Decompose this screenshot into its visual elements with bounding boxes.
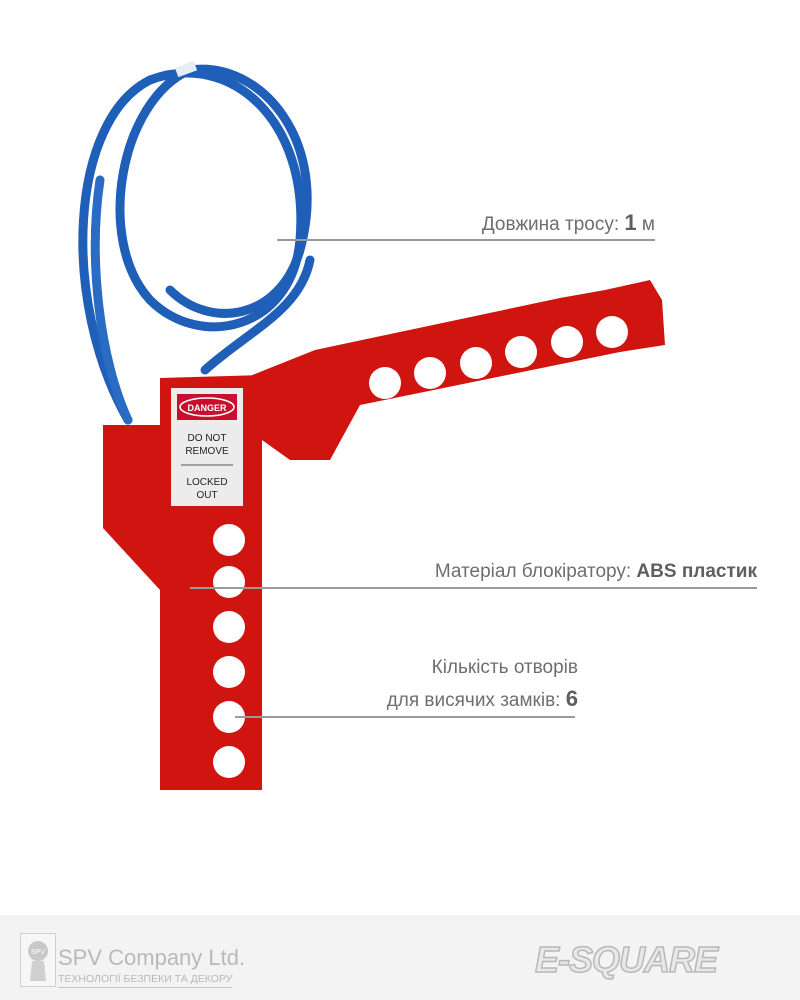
callout-label: Матеріал блокіратору: <box>434 561 637 582</box>
footer: SPV SPV Company Ltd. ТЕХНОЛОГІЇ БЕЗПЕКИ … <box>0 915 800 1000</box>
padlock-holes <box>213 316 628 778</box>
company-name: SPV Company Ltd. <box>58 945 246 970</box>
callout-value: 6 <box>565 686 578 711</box>
callout-label: Довжина тросу: <box>481 214 625 235</box>
tag-line3: LOCKED <box>186 477 227 488</box>
spv-logo-icon: SPV <box>20 933 56 987</box>
callout-label: для висячих замків: <box>386 690 566 711</box>
spv-logo-text: SPV <box>31 949 45 956</box>
callout-cable-length: Довжина тросу: 1 м <box>482 210 655 236</box>
callout-holes: для висячих замків: 6 <box>387 686 578 712</box>
tag-line1: DO NOT <box>188 433 227 444</box>
danger-tag: DANGER DO NOT REMOVE LOCKED OUT <box>171 388 243 506</box>
callout-line-cable <box>277 239 655 241</box>
cable-lockout-device-image: DANGER DO NOT REMOVE LOCKED OUT <box>78 60 665 790</box>
callout-holes-line1: Кількість отворів <box>431 657 578 678</box>
callout-value: 1 <box>624 210 637 235</box>
callout-line-material <box>190 587 757 589</box>
callout-unit: м <box>636 214 655 235</box>
callout-line-holes <box>235 716 575 718</box>
tag-header: DANGER <box>187 403 227 413</box>
callout-material: Матеріал блокіратору: ABS пластик <box>435 561 757 583</box>
tag-line4: OUT <box>196 490 217 501</box>
callout-value: ABS пластик <box>636 561 757 582</box>
blue-cable <box>78 64 315 425</box>
company-tagline: ТЕХНОЛОГІЇ БЕЗПЕКИ ТА ДЕКОРУ <box>58 973 233 988</box>
lockout-body <box>103 280 665 790</box>
e-square-logo: E-SQUARE <box>534 938 719 981</box>
cable-tie <box>174 60 198 78</box>
tag-line2: REMOVE <box>185 446 229 457</box>
